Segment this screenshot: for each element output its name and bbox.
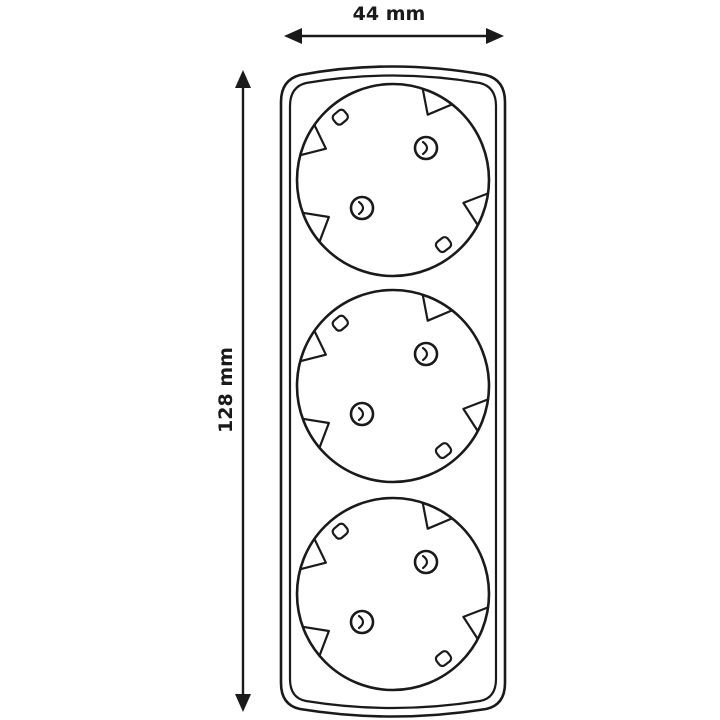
pin-hole-shutter xyxy=(357,200,365,216)
ground-clip-top xyxy=(331,314,349,332)
width-dimension: 44 mm xyxy=(284,3,504,44)
ground-clip-top xyxy=(331,522,349,540)
pin-hole xyxy=(413,135,439,161)
pin-hole xyxy=(413,549,439,575)
rim-notch xyxy=(299,123,327,157)
rim-notch xyxy=(462,606,490,641)
socket xyxy=(295,496,491,692)
socket xyxy=(295,288,491,484)
height-dimension-label: 128 mm xyxy=(215,347,237,433)
socket-face xyxy=(295,496,491,692)
socket xyxy=(295,82,491,278)
strip-outer-outline xyxy=(279,65,507,718)
rim-notch xyxy=(421,293,454,322)
pin-hole xyxy=(349,609,375,635)
pin-hole-shutter xyxy=(421,346,429,362)
pin-hole xyxy=(413,341,439,367)
ground-clip-bottom xyxy=(434,650,453,668)
pin-hole xyxy=(349,195,375,221)
ground-clip-bottom xyxy=(434,236,453,254)
sockets-group xyxy=(295,82,491,692)
rim-notch xyxy=(301,211,330,243)
rim-notch xyxy=(299,329,327,363)
height-arrow-bottom-icon xyxy=(235,694,251,712)
rim-notch xyxy=(299,537,327,571)
pin-hole-shutter xyxy=(421,140,429,156)
width-arrow-left-icon xyxy=(284,28,302,44)
rim-notch xyxy=(462,398,490,433)
height-dimension: 128 mm xyxy=(215,70,251,712)
rim-notch xyxy=(421,87,454,116)
pin-hole-shutter xyxy=(357,614,365,630)
rim-notch xyxy=(421,501,454,530)
height-arrow-top-icon xyxy=(235,70,251,88)
width-dimension-label: 44 mm xyxy=(353,3,426,25)
width-arrow-right-icon xyxy=(486,28,504,44)
strip-body xyxy=(279,65,507,718)
rim-notch xyxy=(301,417,330,449)
socket-face xyxy=(295,82,491,278)
rim-notch xyxy=(301,625,330,657)
strip-inner-outline xyxy=(288,74,498,710)
pin-hole xyxy=(349,401,375,427)
socket-face xyxy=(295,288,491,484)
ground-clip-top xyxy=(331,108,349,126)
pin-hole-shutter xyxy=(421,554,429,570)
ground-clip-bottom xyxy=(434,442,453,460)
rim-notch xyxy=(462,192,490,227)
pin-hole-shutter xyxy=(357,406,365,422)
